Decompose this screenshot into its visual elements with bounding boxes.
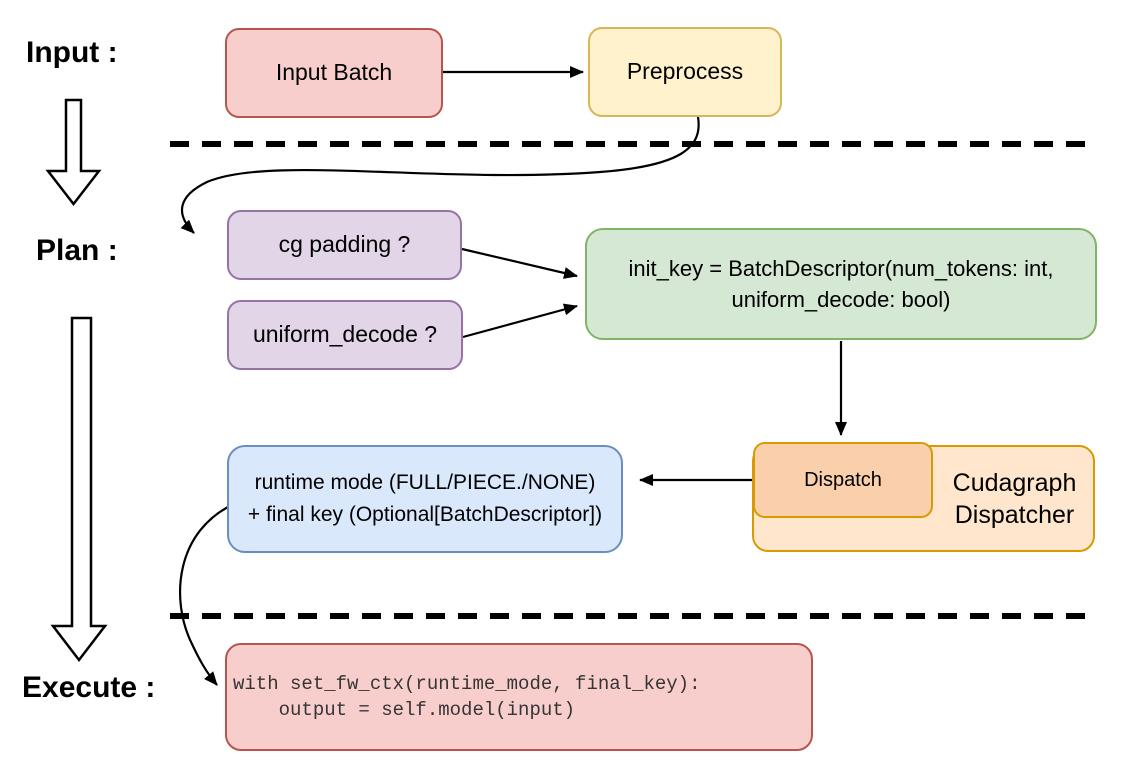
node-execute-code: with set_fw_ctx(runtime_mode, final_key)…: [225, 643, 813, 751]
node-cudagraph-dispatcher-line2: Dispatcher: [954, 500, 1075, 529]
edge-preprocess-cgpadding: [180, 116, 700, 234]
node-cudagraph-dispatcher-label: Cudagraph Dispatcher: [936, 447, 1093, 550]
node-init-key-line2: uniform_decode: bool): [731, 287, 951, 312]
stage-label-execute: Execute :: [22, 671, 156, 704]
node-uniform-decode: uniform_decode ?: [227, 300, 463, 370]
stage-label-plan: Plan :: [36, 234, 118, 267]
execute-code-line2: output = self.model(input): [233, 699, 576, 721]
node-dispatch-label: Dispatch: [804, 468, 882, 491]
node-runtime-mode-line1: runtime mode (FULL/PIECE./NONE): [254, 471, 596, 494]
node-preprocess: Preprocess: [588, 27, 782, 117]
node-init-key: init_key = BatchDescriptor(num_tokens: i…: [585, 228, 1097, 340]
stage-label-input: Input :: [26, 36, 118, 69]
node-runtime-mode: runtime mode (FULL/PIECE./NONE) + final …: [227, 445, 623, 553]
edge-cgpadding-initkey: [461, 247, 578, 279]
edge-uniformdecode-initkey: [462, 303, 578, 339]
node-input-batch: Input Batch: [225, 28, 443, 118]
node-cg-padding: cg padding ?: [227, 210, 462, 280]
node-input-batch-label: Input Batch: [275, 59, 393, 86]
input-to-plan-arrow: [45, 98, 102, 207]
edge-runtime-executecode: [178, 501, 237, 686]
node-cg-padding-label: cg padding ?: [278, 231, 411, 258]
node-cudagraph-dispatcher-line1: Cudagraph: [952, 468, 1077, 497]
node-init-key-line1: init_key = BatchDescriptor(num_tokens: i…: [628, 256, 1054, 281]
node-preprocess-label: Preprocess: [626, 58, 744, 85]
node-dispatch: Dispatch: [753, 442, 933, 518]
execute-code-line1: with set_fw_ctx(runtime_mode, final_key)…: [233, 673, 701, 695]
node-runtime-mode-line2: + final key (Optional[BatchDescriptor]): [247, 503, 603, 526]
node-uniform-decode-label: uniform_decode ?: [252, 321, 438, 348]
plan-to-execute-arrow: [50, 316, 108, 663]
